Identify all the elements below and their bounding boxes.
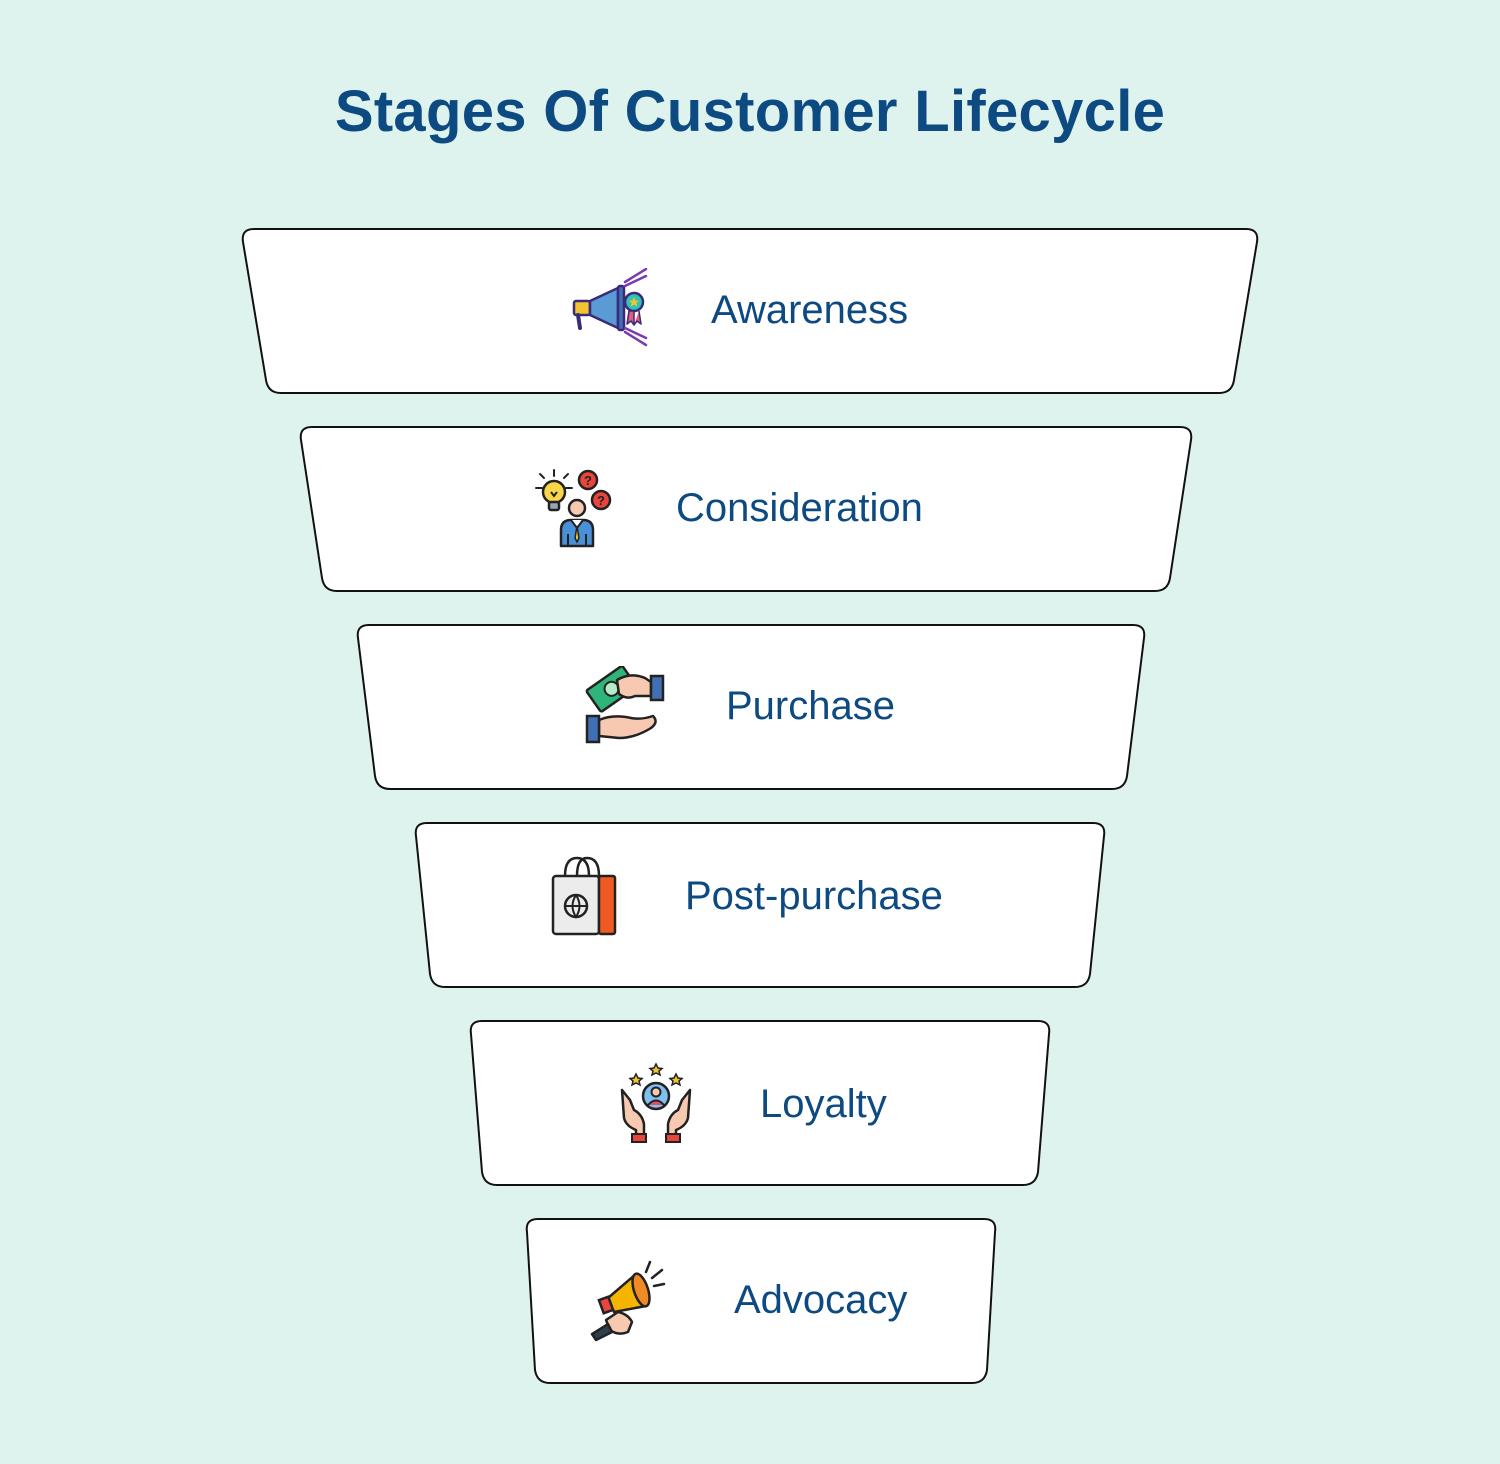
hand-megaphone-icon (590, 1260, 666, 1342)
megaphone-badge-icon (572, 268, 648, 347)
stage-label: Awareness (711, 288, 909, 332)
funnel-stage-shape (356, 624, 1146, 790)
hands-money-exchange-icon (585, 666, 665, 744)
svg-text:?: ? (584, 473, 592, 488)
stage-label: Post-purchase (685, 874, 943, 918)
funnel-stage-awareness: Awareness (240, 228, 1260, 394)
funnel-stage-shape (299, 426, 1193, 592)
funnel-stage-consideration: ? ? Consideration (298, 426, 1194, 592)
stage-label: Advocacy (734, 1278, 908, 1322)
person-idea-question-icon: ? ? (535, 469, 612, 548)
funnel-stage-purchase: Purchase (355, 624, 1147, 790)
shopping-bag-icon (551, 856, 617, 936)
funnel-stage-shape (525, 1218, 997, 1384)
funnel-stage-shape (241, 228, 1259, 394)
stage-label: Loyalty (760, 1082, 887, 1126)
funnel-stage-post-purchase: Post-purchase (413, 822, 1107, 988)
funnel-stage-advocacy: Advocacy (524, 1218, 998, 1384)
stage-label: Consideration (676, 486, 923, 530)
funnel-stage-loyalty: Loyalty (468, 1020, 1052, 1186)
hands-customer-stars-icon (620, 1062, 692, 1143)
page-title: Stages Of Customer Lifecycle (334, 79, 1166, 144)
svg-text:?: ? (597, 493, 605, 508)
stage-label: Purchase (726, 684, 895, 728)
funnel-stage-shape (469, 1020, 1051, 1186)
